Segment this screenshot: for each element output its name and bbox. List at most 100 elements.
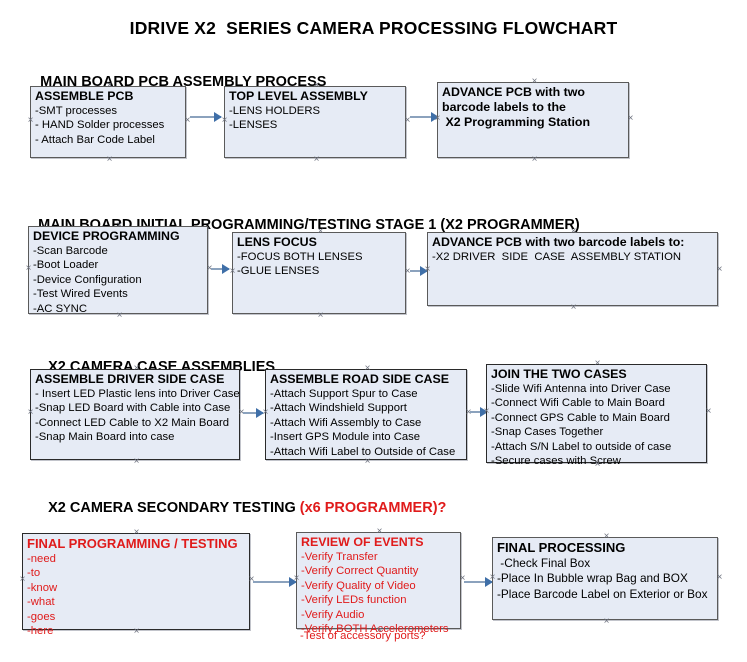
selection-handle-bottom[interactable]: [602, 617, 611, 626]
process-box-top-level-assembly[interactable]: TOP LEVEL ASSEMBLY -LENS HOLDERS -LENSES: [224, 86, 406, 158]
selection-handle-left[interactable]: [18, 575, 27, 584]
selection-handle-bottom[interactable]: [312, 155, 321, 164]
process-box-line: -Attach Windshield Support: [270, 402, 407, 415]
process-box-line: -Snap Main Board into case: [35, 431, 175, 444]
process-box-final-programming-testing[interactable]: FINAL PROGRAMMING / TESTING -need -to -k…: [22, 533, 250, 637]
process-box-line: X2 Programming Station: [442, 115, 591, 129]
process-box-line: barcode labels to the: [442, 100, 566, 114]
selection-handle-left[interactable]: [228, 267, 237, 276]
selection-handle-left[interactable]: [433, 114, 442, 123]
selection-handle-right[interactable]: [704, 407, 713, 416]
selection-handle-left[interactable]: [482, 407, 491, 416]
process-box-final-processing-content: FINAL PROCESSING -Check Final Box -Place…: [497, 540, 715, 602]
section-heading-4-accent: (x6 PROGRAMMER)?: [299, 500, 447, 516]
selection-handle-top[interactable]: [602, 532, 611, 541]
process-box-line: -know: [27, 581, 58, 594]
process-box-advance-pcb-programming[interactable]: ADVANCE PCB with two barcode labels to t…: [437, 82, 629, 158]
process-box-line: -FOCUS BOTH LENSES: [237, 251, 363, 263]
process-box-line: -Attach Wifi Assembly to Case: [270, 416, 422, 429]
process-box-line: -Connect GPS Cable to Main Board: [491, 411, 670, 424]
process-box-advance-pcb-driver-side[interactable]: ADVANCE PCB with two barcode labels to: …: [427, 232, 718, 306]
selection-handle-left[interactable]: [488, 573, 497, 582]
selection-handle-top[interactable]: [312, 81, 321, 90]
process-box-line: -Place In Bubble wrap Bag and BOX: [497, 571, 688, 586]
selection-handle-left[interactable]: [220, 116, 229, 125]
selection-handle-top[interactable]: [593, 359, 602, 368]
selection-handle-bottom[interactable]: [569, 303, 578, 312]
selection-handle-left[interactable]: [26, 408, 35, 417]
process-box-title: LENS FOCUS: [237, 235, 317, 249]
process-box-final-programming-testing-content: FINAL PROGRAMMING / TESTING -need -to -k…: [27, 536, 247, 638]
process-box-assemble-driver-side-case-content: ASSEMBLE DRIVER SIDE CASE - Insert LED P…: [35, 372, 240, 445]
selection-handle-top[interactable]: [316, 227, 325, 236]
process-box-assemble-pcb-content: ASSEMBLE PCB -SMT processes - HAND Solde…: [35, 89, 183, 147]
selection-handle-bottom[interactable]: [530, 155, 539, 164]
process-box-assemble-road-side-case[interactable]: ASSEMBLE ROAD SIDE CASE -Attach Support …: [265, 369, 467, 460]
process-box-final-processing[interactable]: FINAL PROCESSING -Check Final Box -Place…: [492, 537, 718, 620]
process-box-assemble-driver-side-case[interactable]: ASSEMBLE DRIVER SIDE CASE - Insert LED P…: [30, 369, 240, 460]
process-box-assemble-road-side-case-content: ASSEMBLE ROAD SIDE CASE -Attach Support …: [270, 372, 464, 459]
selection-handle-left[interactable]: [261, 408, 270, 417]
process-box-line: - HAND Solder processes: [35, 119, 165, 132]
process-box-line: -X2 DRIVER SIDE CASE ASSEMBLY STATION: [432, 251, 682, 263]
selection-handle-left[interactable]: [423, 265, 432, 274]
connector-arrow-1a: [190, 112, 222, 122]
connector-arrow-2a: [211, 264, 230, 274]
process-box-line: -Verify Correct Quantity: [301, 565, 419, 578]
process-box-line: - Insert LED Plastic lens into Driver Ca…: [35, 388, 240, 400]
process-box-lens-focus[interactable]: LENS FOCUS -FOCUS BOTH LENSES -GLUE LENS…: [232, 232, 406, 314]
process-box-line: -Connect Wifi Cable to Main Board: [491, 397, 665, 410]
selection-handle-top[interactable]: [530, 77, 539, 86]
process-box-top-level-assembly-content: TOP LEVEL ASSEMBLY -LENS HOLDERS -LENSES: [229, 89, 403, 133]
process-box-review-of-events[interactable]: REVIEW OF EVENTS -Verify Transfer -Verif…: [296, 532, 461, 635]
connector-arrow-4a: [253, 577, 297, 587]
process-box-line: -Verify Transfer: [301, 551, 378, 563]
process-box-review-of-events-content: REVIEW OF EVENTS -Verify Transfer -Verif…: [301, 535, 458, 636]
process-box-title: ADVANCE PCB with two: [442, 85, 585, 99]
process-box-line: -Snap Cases Together: [491, 426, 604, 439]
selection-handle-right[interactable]: [626, 114, 635, 123]
selection-handle-right[interactable]: [715, 265, 724, 274]
selection-handle-left[interactable]: [292, 574, 301, 583]
selection-handle-top[interactable]: [132, 364, 141, 373]
process-box-assemble-pcb[interactable]: ASSEMBLE PCB -SMT processes - HAND Solde…: [30, 86, 186, 158]
process-box-line: -Snap LED Board with Cable into Case: [35, 402, 231, 415]
process-box-line: -to: [27, 567, 41, 580]
selection-handle-bottom[interactable]: [132, 627, 141, 636]
selection-handle-top[interactable]: [363, 364, 372, 373]
process-box-title: ASSEMBLE ROAD SIDE CASE: [270, 372, 449, 386]
selection-handle-bottom[interactable]: [105, 155, 114, 164]
process-box-title: ASSEMBLE PCB: [35, 89, 134, 103]
section-heading-4: X2 CAMERA SECONDARY TESTING (x6 PROGRAMM…: [32, 484, 446, 532]
selection-handle-bottom[interactable]: [115, 311, 124, 320]
process-box-title: DEVICE PROGRAMMING: [33, 229, 180, 243]
process-box-join-the-two-cases-content: JOIN THE TWO CASES -Slide Wifi Antenna i…: [491, 367, 704, 468]
process-box-line: -SMT processes: [35, 105, 118, 117]
selection-handle-bottom[interactable]: [363, 457, 372, 466]
process-box-line: -Attach Wifi Label to Outside of Case: [270, 445, 456, 458]
selection-handle-bottom[interactable]: [316, 311, 325, 320]
process-box-title: ASSEMBLE DRIVER SIDE CASE: [35, 372, 225, 386]
process-box-line: - Attach Bar Code Label: [35, 133, 155, 146]
selection-handle-top[interactable]: [375, 527, 384, 536]
process-box-title: FINAL PROCESSING: [497, 540, 626, 555]
process-box-line: -LENSES: [229, 119, 278, 132]
connector-arrow-3a: [243, 408, 264, 418]
selection-handle-top[interactable]: [105, 81, 114, 90]
process-box-title: TOP LEVEL ASSEMBLY: [229, 89, 368, 103]
process-box-line: -Attach Support Spur to Case: [270, 388, 418, 400]
process-box-advance-pcb-programming-content: ADVANCE PCB with two barcode labels to t…: [442, 85, 626, 130]
selection-handle-bottom[interactable]: [132, 457, 141, 466]
process-box-title: ADVANCE PCB with two barcode labels to:: [432, 235, 685, 249]
process-box-join-the-two-cases[interactable]: JOIN THE TWO CASES -Slide Wifi Antenna i…: [486, 364, 707, 467]
process-box-device-programming[interactable]: DEVICE PROGRAMMING -Scan Barcode -Boot L…: [28, 226, 208, 315]
selection-handle-bottom[interactable]: [593, 460, 602, 469]
selection-handle-top[interactable]: [569, 227, 578, 236]
selection-handle-right[interactable]: [715, 573, 724, 582]
process-box-title: JOIN THE TWO CASES: [491, 367, 627, 381]
process-box-lens-focus-content: LENS FOCUS -FOCUS BOTH LENSES -GLUE LENS…: [237, 235, 403, 279]
selection-handle-left[interactable]: [24, 264, 33, 273]
selection-handle-top[interactable]: [132, 528, 141, 537]
selection-handle-left[interactable]: [26, 116, 35, 125]
selection-handle-top[interactable]: [115, 221, 124, 230]
